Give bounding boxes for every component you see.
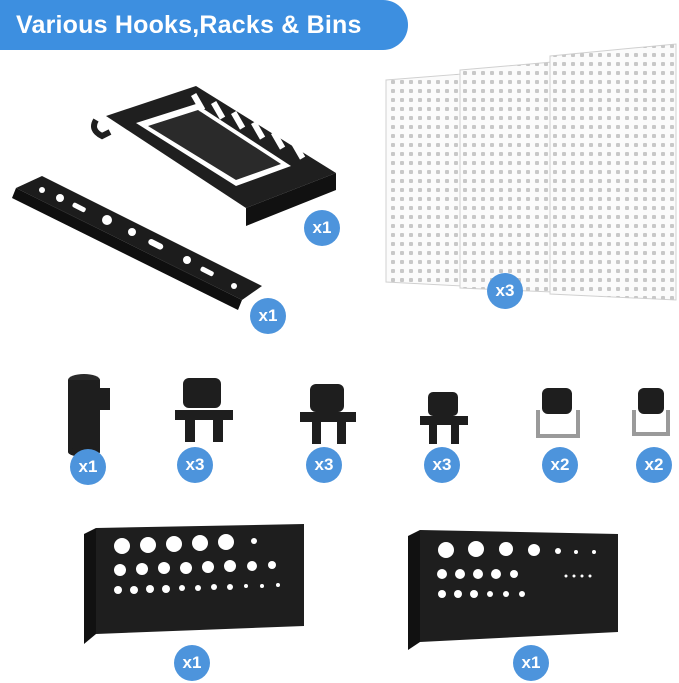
cup-holder-image [60,370,120,460]
qty-badge: x1 [304,210,340,246]
tool-bin-image [406,524,628,654]
wire-hook-image [630,386,676,442]
page-title: Various Hooks,Racks & Bins [0,0,408,50]
pegboard-panels-image [380,42,679,302]
clamp-hook-image [294,382,364,446]
bracket-image [12,168,272,318]
qty-badge: x3 [424,447,460,483]
qty-badge: x3 [487,273,523,309]
qty-badge: x3 [177,447,213,483]
qty-badge: x2 [636,447,672,483]
wrench-rack-image [86,78,346,238]
clamp-hook-image [165,376,243,446]
qty-badge: x1 [70,449,106,485]
qty-badge: x1 [174,645,210,681]
qty-badge: x2 [542,447,578,483]
tool-bin-image [82,522,312,650]
wire-hook-image [532,386,584,442]
qty-badge: x1 [513,645,549,681]
qty-badge: x1 [250,298,286,334]
qty-badge: x3 [306,447,342,483]
clamp-hook-image [414,390,474,446]
